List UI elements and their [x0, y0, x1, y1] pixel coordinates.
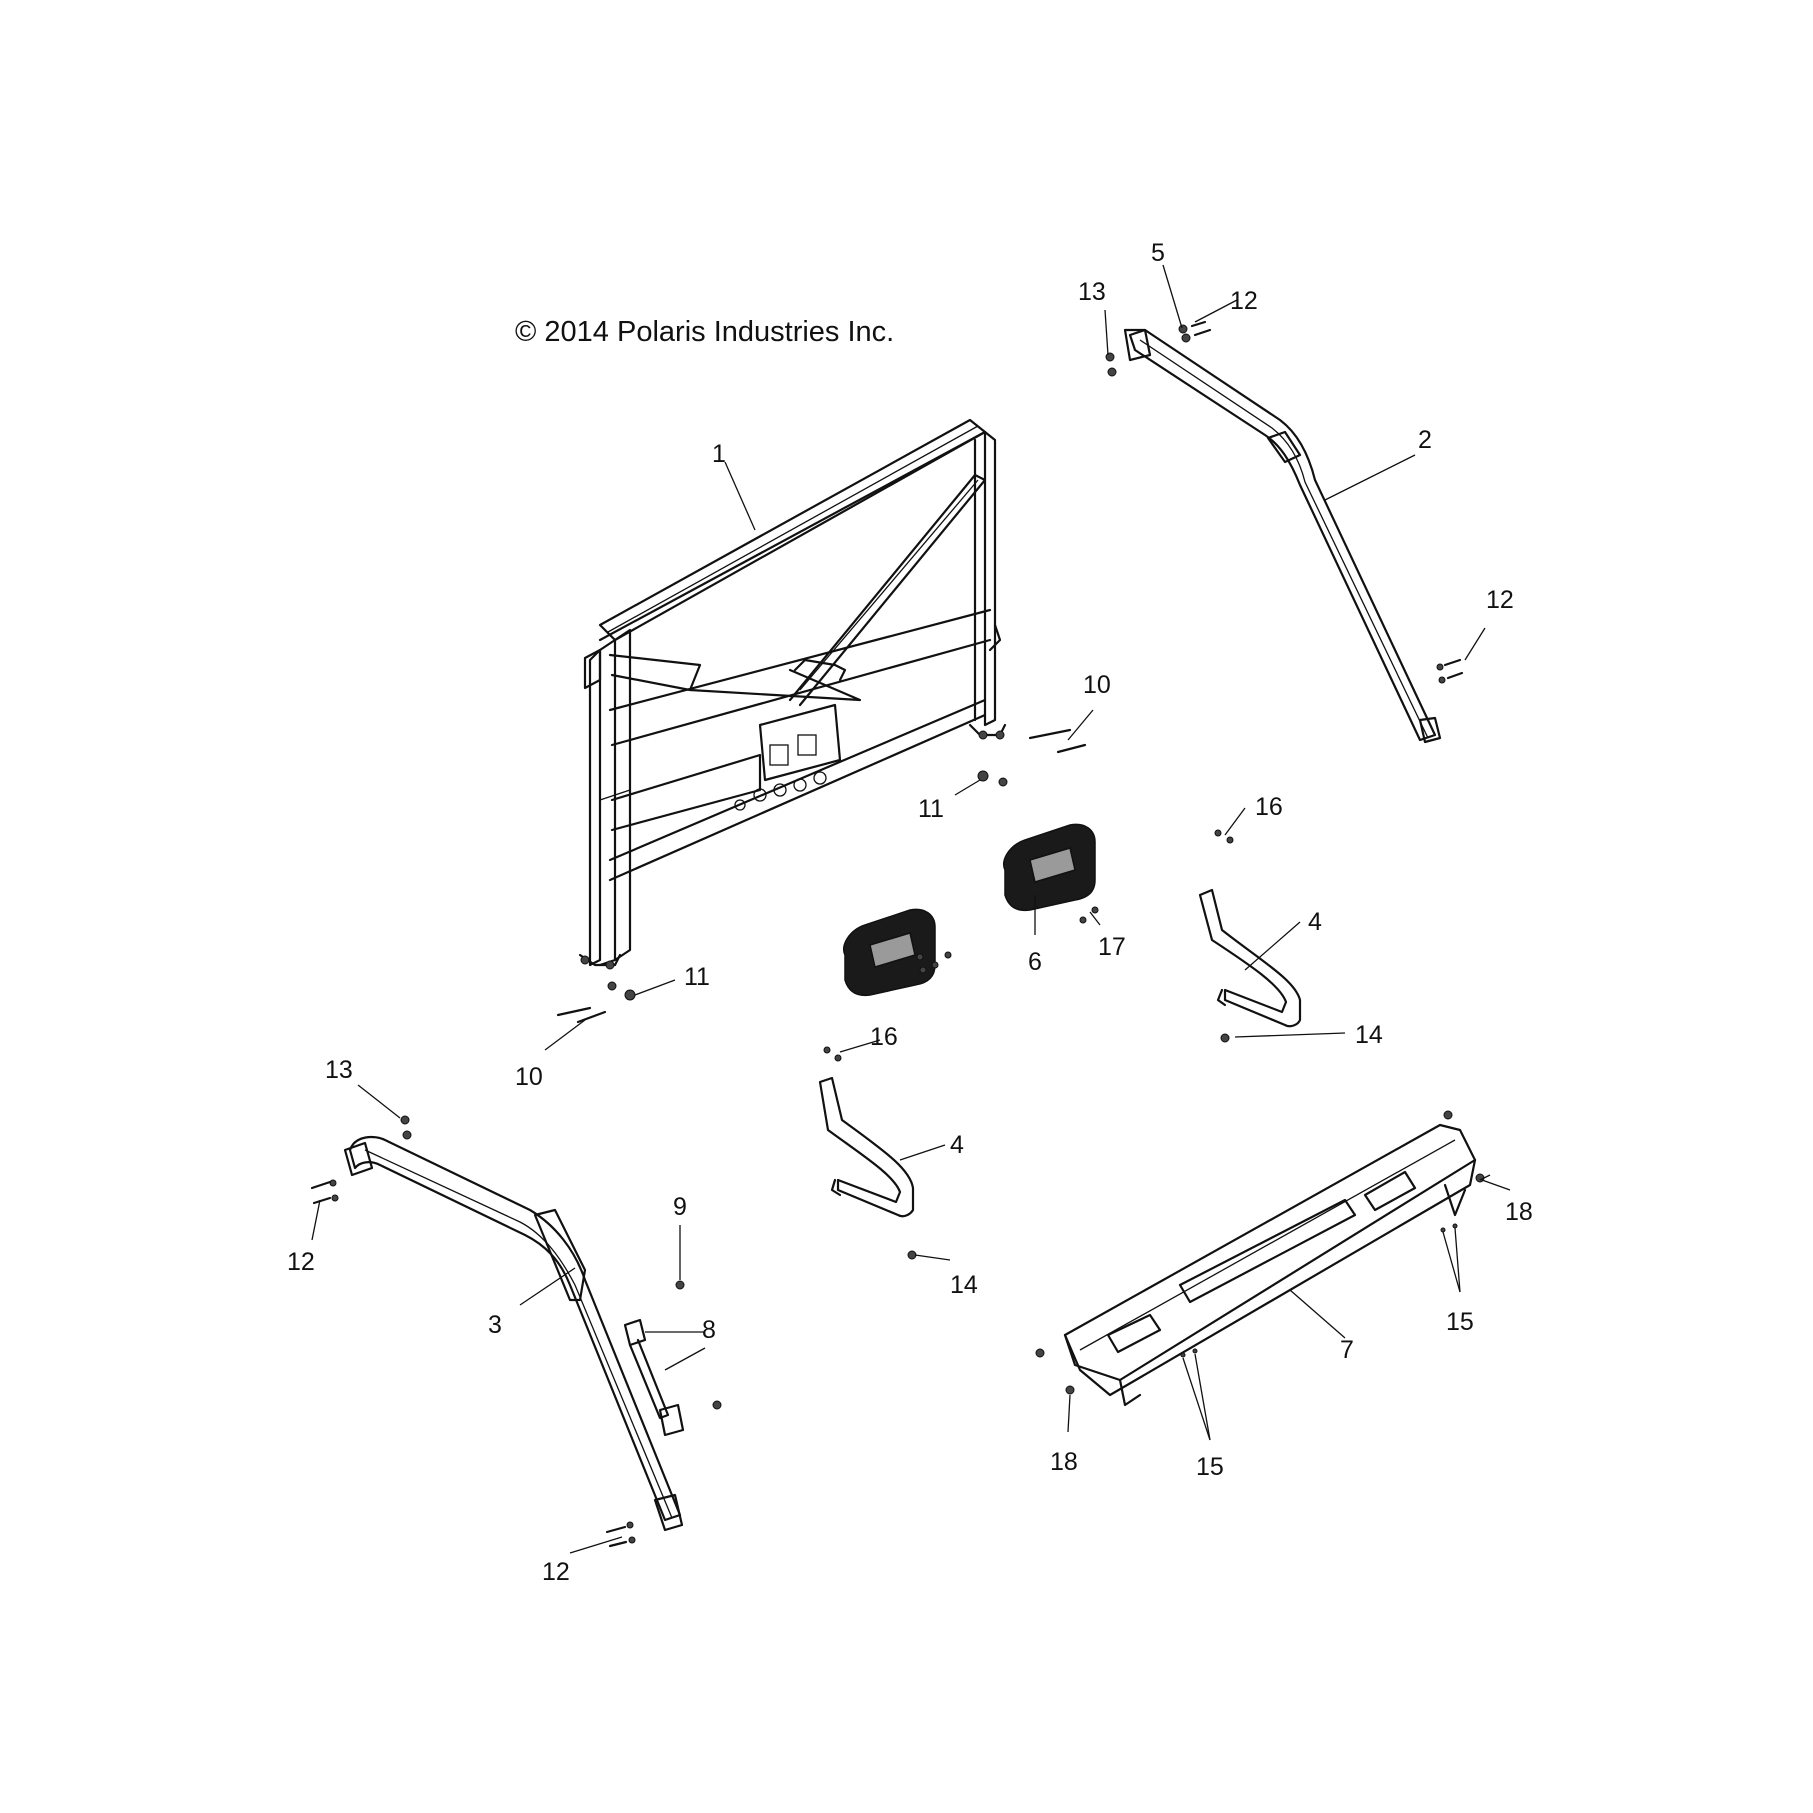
callout-6: 6 [1028, 948, 1042, 976]
callout-12: 12 [1230, 287, 1258, 315]
callout-14: 14 [950, 1271, 978, 1299]
callouts: 1 2 12 5 12 13 10 11 16 6 17 4 14 11 10 … [287, 239, 1533, 1586]
callout-13: 13 [1078, 278, 1106, 306]
callout-17: 17 [1098, 933, 1126, 961]
part-7-rear-panel [1063, 1123, 1477, 1407]
leader-lines [311, 264, 1511, 1554]
part-4-grab-handle-upper [1198, 888, 1302, 1028]
callout-3: 3 [488, 1311, 502, 1339]
callout-10: 10 [515, 1063, 543, 1091]
callout-13: 13 [325, 1056, 353, 1084]
part-2-right-roll-bar [1123, 328, 1442, 744]
callout-8: 8 [702, 1316, 716, 1344]
callout-11: 11 [918, 795, 944, 823]
callout-4: 4 [950, 1131, 964, 1159]
callout-14: 14 [1355, 1021, 1383, 1049]
part-1-rear-frame [578, 418, 1007, 970]
callout-15: 15 [1196, 1453, 1224, 1481]
part-4-grab-handle-lower [818, 1076, 915, 1218]
part-6-handle-cover-right [1003, 823, 1096, 912]
callout-4: 4 [1308, 908, 1322, 936]
part-6-handle-cover-left [843, 908, 936, 997]
callout-12: 12 [1486, 586, 1514, 614]
callout-10: 10 [1083, 671, 1111, 699]
callout-11: 11 [684, 963, 710, 991]
callout-5: 5 [1151, 239, 1165, 267]
callout-7: 7 [1340, 1336, 1354, 1364]
copyright-text: © 2014 Polaris Industries Inc. [515, 316, 894, 348]
callout-1: 1 [712, 440, 726, 468]
callout-16: 16 [1255, 793, 1283, 821]
callout-18: 18 [1050, 1448, 1078, 1476]
callout-9: 9 [673, 1193, 687, 1221]
hardware [310, 320, 1485, 1548]
callout-2: 2 [1418, 426, 1432, 454]
part-8-strap [623, 1318, 685, 1437]
callout-12: 12 [542, 1558, 570, 1586]
callout-16: 16 [870, 1023, 898, 1051]
callout-15: 15 [1446, 1308, 1474, 1336]
part-3-left-roll-bar [343, 1135, 684, 1532]
callout-12: 12 [287, 1248, 315, 1276]
callout-18: 18 [1505, 1198, 1533, 1226]
